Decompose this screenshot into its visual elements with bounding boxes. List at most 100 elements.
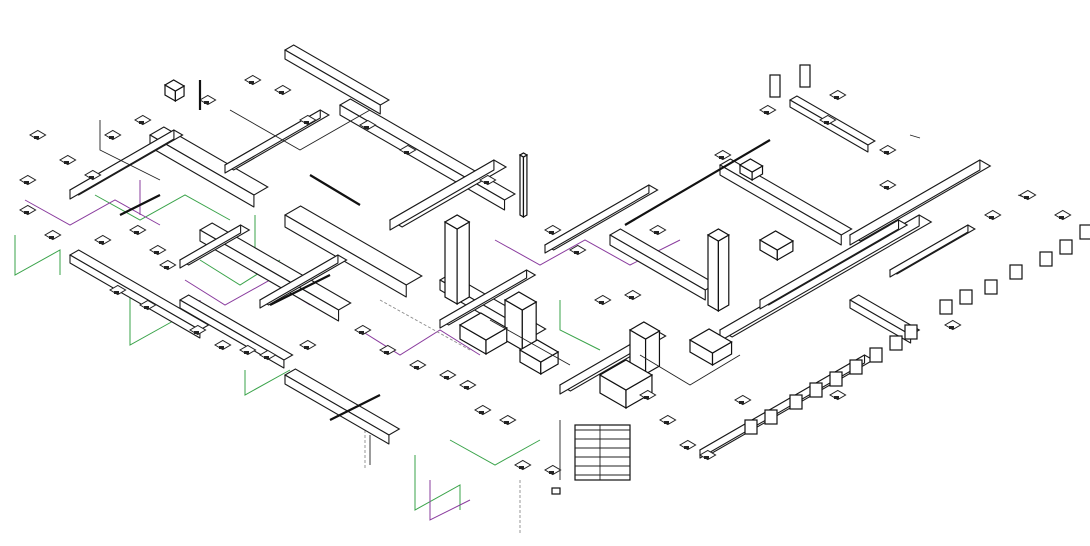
stair-frame bbox=[574, 424, 631, 481]
diffuser-neck bbox=[164, 266, 169, 269]
vav-terminal-unit bbox=[1009, 264, 1023, 280]
detail-line bbox=[1017, 194, 1027, 199]
floor-box bbox=[551, 487, 561, 495]
equipment-face-top bbox=[443, 214, 471, 230]
cable-tray-line bbox=[329, 394, 381, 421]
duct-side-face bbox=[389, 159, 495, 231]
diffuser-neck bbox=[64, 161, 69, 164]
vav-terminal-unit bbox=[744, 419, 758, 435]
diffuser-neck bbox=[414, 366, 419, 369]
cable-tray-line bbox=[269, 274, 331, 306]
duct-side-face bbox=[609, 234, 706, 301]
diffuser-neck bbox=[834, 96, 839, 99]
vav-terminal-unit bbox=[904, 324, 918, 340]
diffuser-neck bbox=[194, 331, 199, 334]
cable-tray-line bbox=[309, 174, 361, 206]
diffuser-neck bbox=[49, 236, 54, 239]
chilled-water-pipe bbox=[129, 290, 176, 346]
vav-terminal-unit bbox=[769, 74, 781, 98]
diffuser-neck bbox=[549, 231, 554, 234]
duct-side-face bbox=[439, 269, 528, 329]
duct-top-face bbox=[283, 44, 391, 106]
equipment-face-top bbox=[598, 359, 654, 391]
diffuser-neck bbox=[204, 101, 209, 104]
diffuser-neck bbox=[834, 396, 839, 399]
diffuser-neck bbox=[114, 291, 119, 294]
equipment-face-top bbox=[458, 312, 508, 341]
equipment bbox=[163, 64, 1090, 495]
diffuser-neck bbox=[134, 231, 139, 234]
duct-side-face bbox=[889, 224, 969, 278]
duct-side-face bbox=[149, 134, 255, 208]
vav-terminal-unit bbox=[1039, 251, 1053, 267]
duct-side-face bbox=[339, 104, 506, 211]
diffuser-neck bbox=[464, 386, 469, 389]
vav-terminal-unit bbox=[829, 371, 843, 387]
diffuser-neck bbox=[34, 136, 39, 139]
diffuser-neck bbox=[154, 251, 159, 254]
duct-side-face bbox=[284, 374, 390, 445]
equipment-face-right bbox=[456, 220, 470, 306]
equipment-face-top bbox=[706, 228, 730, 242]
duct-top-face bbox=[608, 228, 717, 291]
diffuser-neck bbox=[364, 126, 369, 129]
vav-terminal-unit bbox=[984, 279, 998, 295]
vav-terminal-unit bbox=[869, 347, 883, 363]
equipment-face-top bbox=[518, 152, 529, 158]
duct-side-face bbox=[69, 129, 175, 200]
diffuser-neck bbox=[24, 211, 29, 214]
diffuser-neck bbox=[139, 121, 144, 124]
diffuser-neck bbox=[629, 296, 634, 299]
diffuser-neck bbox=[704, 456, 709, 459]
duct-side-face bbox=[179, 224, 242, 269]
diffuser-neck bbox=[219, 346, 224, 349]
diffuser-neck bbox=[304, 346, 309, 349]
diffuser-neck bbox=[244, 351, 249, 354]
equipment-face-left bbox=[444, 220, 458, 306]
heating-water-pipe bbox=[429, 480, 471, 521]
duct-side-face bbox=[224, 109, 321, 174]
diffuser-neck bbox=[24, 181, 29, 184]
duct-top-face bbox=[283, 368, 401, 436]
diffuser-neck bbox=[574, 251, 579, 254]
diffuser-neck bbox=[479, 411, 484, 414]
chilled-water-pipe bbox=[414, 455, 461, 511]
chilled-water-pipe bbox=[559, 300, 601, 351]
diffuser-neck bbox=[89, 176, 94, 179]
hidden-line bbox=[379, 299, 471, 351]
vav-terminal-unit bbox=[939, 299, 953, 315]
duct-side-face bbox=[719, 164, 842, 246]
diffuser-neck bbox=[264, 356, 269, 359]
equipment-face-top bbox=[503, 291, 538, 311]
equipment-face-top bbox=[738, 158, 764, 173]
detail-line bbox=[639, 354, 741, 386]
diffuser-neck bbox=[249, 81, 254, 84]
cable-tray-line bbox=[119, 194, 161, 216]
diffusers bbox=[19, 74, 1072, 476]
heating-water-pipe bbox=[24, 199, 161, 226]
equipment-face-top bbox=[688, 328, 733, 354]
duct-side-face bbox=[544, 184, 650, 254]
chilled-water-pipe bbox=[244, 369, 291, 396]
diffuser-neck bbox=[599, 301, 604, 304]
diffuser-neck bbox=[304, 121, 309, 124]
equipment-face-top bbox=[758, 230, 795, 251]
equipment-face-right bbox=[717, 233, 730, 313]
diffuser-neck bbox=[519, 466, 524, 469]
cable-tray-line bbox=[624, 139, 771, 226]
diffuser-neck bbox=[109, 136, 114, 139]
diffuser-neck bbox=[404, 151, 409, 154]
chilled-water-pipe bbox=[449, 439, 541, 466]
diffuser-neck bbox=[359, 331, 364, 334]
duct-side-face bbox=[699, 354, 866, 459]
vav-terminal-unit bbox=[789, 394, 803, 410]
diffuser-neck bbox=[384, 351, 389, 354]
equipment-face-right bbox=[522, 153, 528, 219]
diffuser-neck bbox=[549, 471, 554, 474]
diffuser-neck bbox=[949, 326, 954, 329]
vav-terminal-unit bbox=[849, 359, 863, 375]
diffuser-neck bbox=[444, 376, 449, 379]
vav-terminal-unit bbox=[1059, 239, 1073, 255]
duct-side-face bbox=[179, 299, 285, 369]
